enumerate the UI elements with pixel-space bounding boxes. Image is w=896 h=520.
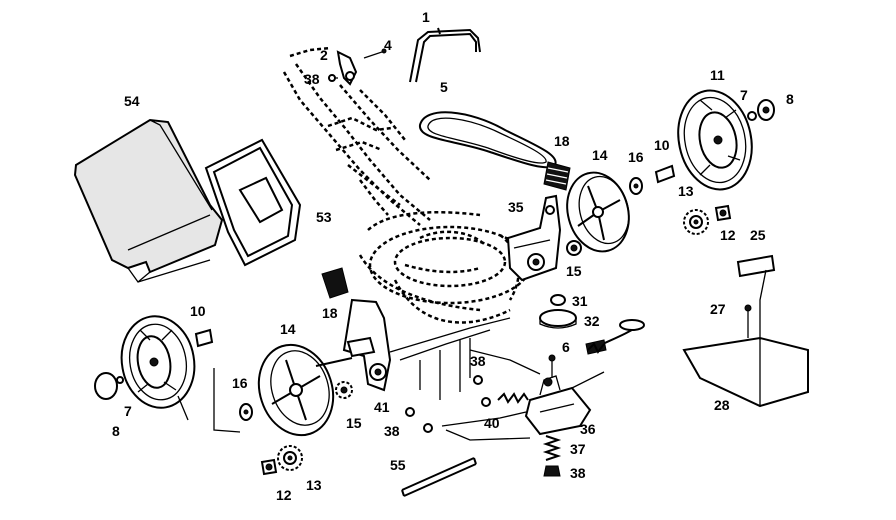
- part-16-washer-rear: [629, 177, 643, 195]
- label-28: 28: [714, 397, 730, 413]
- label-8-lower: 8: [112, 423, 120, 439]
- part-18-spring-upper: [543, 161, 571, 191]
- label-7-upper: 7: [740, 87, 748, 103]
- label-10-lower: 10: [190, 303, 206, 319]
- part-2-handle-knob: [328, 48, 387, 86]
- label-27: 27: [710, 301, 726, 317]
- label-40: 40: [484, 415, 500, 431]
- part-10-spacer-rear: [654, 164, 676, 184]
- part-31-knob: [550, 294, 566, 306]
- label-41: 41: [374, 399, 390, 415]
- label-55: 55: [390, 457, 406, 473]
- label-32: 32: [584, 313, 600, 329]
- part-37-spring: [542, 435, 562, 461]
- spring-upper-right: [587, 342, 605, 354]
- label-36: 36: [580, 421, 596, 437]
- part-8-cap-front: [94, 372, 118, 400]
- part-12-clip-rear: [714, 204, 732, 222]
- part-8-cap-rear: [757, 99, 775, 121]
- label-18-lower: 18: [322, 305, 338, 321]
- part-38-nut-small-d: [423, 423, 433, 433]
- part-38-nut-small-a: [473, 375, 483, 385]
- part-1-handle: [409, 27, 481, 83]
- label-14-lower: 14: [280, 321, 296, 337]
- label-1: 1: [422, 9, 430, 25]
- label-18-upper: 18: [554, 133, 570, 149]
- part-28-rear-deflector: [682, 269, 809, 408]
- label-5: 5: [440, 79, 448, 95]
- label-31: 31: [572, 293, 588, 309]
- part-38-nut-lower: [543, 465, 561, 477]
- label-38-mid: 38: [470, 353, 486, 369]
- part-13-gear-front: [277, 445, 303, 471]
- label-12-lower: 12: [276, 487, 292, 503]
- part-25-label-plate: [736, 254, 776, 278]
- part-53-bag-frame: [204, 138, 302, 267]
- part-6-pin: [548, 354, 556, 378]
- callout-labels: 1 2 4 38 5 54 53 18 35 14 16 10 11 7 8 1…: [112, 9, 794, 503]
- label-7-lower: 7: [124, 403, 132, 419]
- label-38-left: 38: [384, 423, 400, 439]
- part-14-hubcap-rear: [566, 171, 630, 253]
- label-25: 25: [750, 227, 766, 243]
- label-15-lower: 15: [346, 415, 362, 431]
- label-16-lower: 16: [232, 375, 248, 391]
- label-38-lower: 38: [570, 465, 586, 481]
- part-7-washer-front: [116, 376, 124, 384]
- part-27-screw: [744, 304, 752, 322]
- label-11: 11: [710, 67, 725, 83]
- leader-lines: [213, 317, 541, 441]
- part-15-bearing-front: [335, 381, 353, 399]
- dashed-deck: [358, 211, 532, 324]
- part-54-grass-bag: [73, 118, 224, 283]
- label-13-lower: 13: [306, 477, 322, 493]
- label-37: 37: [570, 441, 586, 457]
- label-10-upper: 10: [654, 137, 670, 153]
- label-6: 6: [562, 339, 570, 355]
- label-35: 35: [508, 199, 524, 215]
- label-54: 54: [124, 93, 140, 109]
- part-10-spacer-front: [194, 328, 214, 348]
- part-41-axle-bracket: [342, 298, 392, 392]
- part-38-nut-small-c: [405, 407, 415, 417]
- part-35-drive-bracket: [506, 194, 562, 282]
- label-12-upper: 12: [720, 227, 736, 243]
- label-15-upper: 15: [566, 263, 582, 279]
- label-14-upper: 14: [592, 147, 608, 163]
- dashed-handle-assembly: [282, 46, 431, 226]
- part-12-clip-front: [260, 458, 278, 476]
- part-7-washer-rear: [747, 111, 757, 121]
- label-2: 2: [320, 47, 328, 63]
- label-38-handle: 38: [304, 71, 320, 87]
- part-32-disc: [539, 309, 577, 329]
- label-4: 4: [384, 37, 392, 53]
- part-40-spring: [497, 392, 529, 404]
- label-8-upper: 8: [786, 91, 794, 107]
- label-53: 53: [316, 209, 332, 225]
- part-18-spring-lower: [321, 267, 349, 299]
- part-13-gear-rear: [683, 209, 709, 235]
- wheel-front: [120, 315, 196, 421]
- part-11-wheel-rear: [677, 89, 753, 191]
- part-15-bearing-upper: [566, 240, 582, 256]
- part-16-washer-front: [239, 403, 253, 421]
- part-5-drive-belt: [419, 111, 557, 169]
- label-13-upper: 13: [678, 183, 694, 199]
- label-16-upper: 16: [628, 149, 644, 165]
- part-14-hubcap-front: [257, 343, 353, 437]
- part-55-axle-rod: [401, 457, 477, 497]
- part-36-transmission: [524, 371, 605, 436]
- part-38-nut-small-b: [481, 397, 491, 407]
